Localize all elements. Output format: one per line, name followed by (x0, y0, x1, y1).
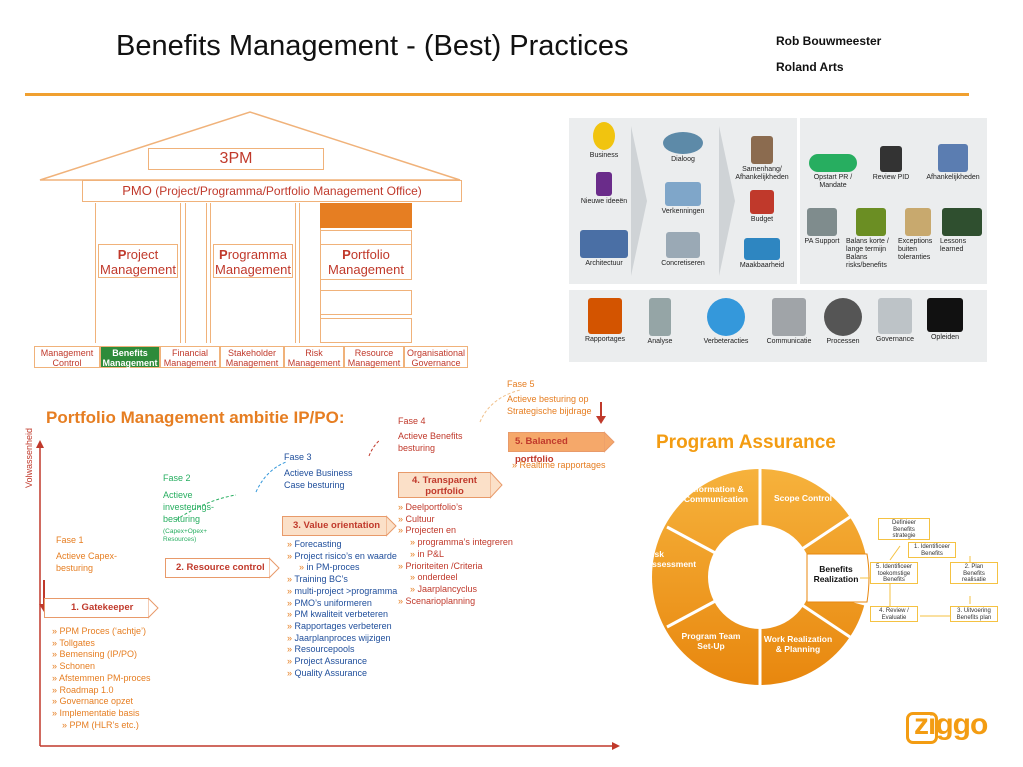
icon-panel-support: Opstart PR / Mandate Review PID Afhankel… (800, 118, 987, 284)
training-icon: Opleiden (919, 298, 971, 342)
level-4-items: Deelportfolio’s Cultuur Projecten en pro… (398, 502, 513, 607)
level-1-items: PPM Proces (‘achtje’) Tollgates Bemensin… (52, 626, 151, 731)
chevron-right-icon (148, 597, 159, 619)
budget-icon: Budget (729, 190, 795, 224)
assurance-cycle (652, 467, 870, 687)
pillar-project (95, 203, 181, 343)
portfolio-block-2 (320, 290, 412, 315)
icon-panel-lifecycle: Business Nieuwe ideeën Architectuur Dial… (569, 118, 797, 284)
icon-panel-activities: Rapportages Analyse Verbeteracties Commu… (569, 290, 987, 362)
pmo-bar: PMO (Project/Programma/Portfolio Managem… (82, 180, 462, 202)
chevron-right-icon (604, 431, 615, 453)
dialogue-icon: Dialoog (653, 132, 713, 164)
coherence-icon: Samenhang/ Afhankelijkheden (729, 136, 795, 182)
phase-5-curves (479, 389, 606, 424)
improvements-icon: Verbeteracties (695, 298, 757, 346)
pmo-label: (Project/Programma/Portfolio Management … (155, 184, 422, 198)
startup-icon: Opstart PR / Mandate (802, 154, 864, 190)
roof-3pm: 3PM (148, 148, 324, 170)
chevron-right-icon (386, 515, 397, 537)
programma-management-box: Programma Management (213, 244, 293, 278)
house-roof (39, 111, 461, 181)
pillar-programma (210, 203, 296, 343)
phase-5: Fase 5 Actieve besturing op Strategische… (507, 379, 592, 416)
level-2-resource-control: 2. Resource control (165, 558, 269, 578)
ambitie-title: Portfolio Management ambitie IP/PO: (46, 408, 345, 427)
portfolio-block-filled (320, 203, 412, 228)
portfolio-management-box: Portfolio Management (320, 244, 412, 280)
lessons-learned-icon: Lessons learned (940, 208, 984, 254)
y-axis-label: Volwassenheid (24, 427, 34, 488)
author-2: Roland Arts (776, 60, 844, 74)
segment-information-communication: Information &Communication (683, 484, 749, 504)
author-1: Rob Bouwmeester (776, 34, 882, 48)
title-divider (25, 93, 969, 96)
chevron-right-icon (631, 126, 647, 276)
segment-scope-control: Scope Control (773, 493, 833, 503)
phase-3: Fase 3 Actieve Business Case besturing (284, 452, 353, 490)
communication-icon: Communicatie (759, 298, 819, 346)
segment-work-realization: Work Realization& Planning (763, 634, 833, 654)
chevron-right-icon (719, 126, 735, 276)
chevron-right-icon (269, 557, 280, 579)
pa-support-icon: PA Support (802, 208, 842, 246)
level-3-value-orientation: 3. Value orientation (282, 516, 386, 536)
level-5-items: Realtime rapportages (512, 460, 606, 472)
level-3-items: Forecasting Project risico’s en waarde i… (287, 539, 397, 679)
feasibility-icon: Maakbaarheid (729, 238, 795, 270)
business-icon: Business (577, 122, 631, 160)
exceptions-icon: Exceptions buiten toleranties (898, 208, 938, 262)
portfolio-block-3 (320, 318, 412, 343)
pmo-prefix: PMO (122, 183, 152, 198)
pillar-gap-2 (299, 203, 321, 343)
phase-1: Fase 1 Actieve Capex- besturing (56, 535, 118, 573)
review-icon: Review PID (864, 146, 918, 182)
dependencies-icon: Afhankelijkheden (920, 144, 986, 182)
processes-icon: Processen (817, 298, 869, 346)
phase-4: Fase 4 Actieve Benefits besturing (398, 416, 463, 453)
ziggo-logo: ziggo (914, 708, 988, 741)
flow-review-evaluate: 4. Review /Evaluatie (870, 606, 918, 622)
ziggo-logo-mark (906, 712, 938, 744)
concretise-icon: Concretiseren (653, 232, 713, 268)
level-5-balanced-portfolio: 5. Balanced portfolio (508, 432, 604, 465)
project-management-box: Project Management (98, 244, 178, 278)
reports-icon: Rapportages (579, 298, 631, 344)
chevron-right-icon (490, 471, 503, 499)
page-title: Benefits Management - (Best) Practices (116, 30, 629, 62)
idea-icon: Nieuwe ideeën (577, 172, 631, 206)
governance-icon: Governance (869, 298, 921, 344)
pillar-gap-1 (185, 203, 207, 343)
balance-icon: Balans korte / lange termijn Balans risk… (846, 208, 896, 270)
analysis-icon: Analyse (635, 298, 685, 346)
architecture-icon: Architectuur (573, 230, 635, 268)
assurance-title: Program Assurance (656, 432, 836, 453)
level-1-gatekeeper: 1. Gatekeeper (44, 598, 148, 618)
explore-icon: Verkenningen (653, 182, 713, 216)
portfolio-block-1 (320, 230, 412, 245)
phase-2: Fase 2 Actieve investerings- besturing (… (163, 473, 215, 543)
